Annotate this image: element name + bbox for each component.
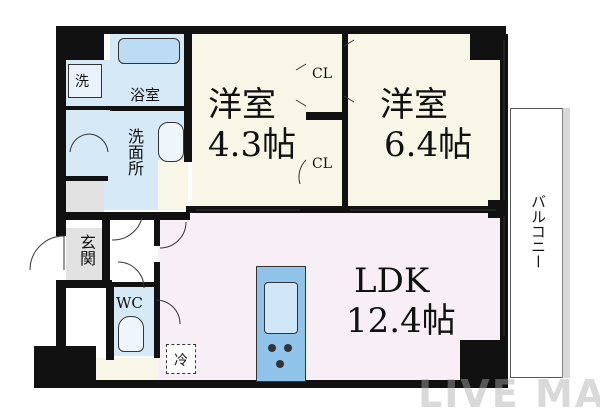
wall-left (56, 26, 66, 236)
wall-ldk-left (154, 212, 160, 246)
balcony-label: バルコニー (529, 194, 547, 269)
bathtub-icon (118, 38, 180, 64)
closet-lower (306, 120, 346, 208)
wall-wc-top (106, 282, 160, 287)
wall-wash-bottom (64, 212, 190, 220)
balcony (510, 108, 570, 378)
ldk-size: 12.4帖 (346, 301, 456, 341)
wash-basin-icon (158, 122, 184, 162)
toilet-icon (118, 316, 144, 352)
kitchen-sink-icon (264, 282, 298, 334)
western-room-b-name: 洋室 (380, 85, 448, 125)
fridge-icon (166, 344, 196, 374)
column-bottom-left (34, 346, 96, 388)
wall-wc-right (154, 262, 160, 358)
wall-bottom (34, 380, 508, 388)
toilet-label: WC (116, 294, 143, 312)
wall-storage-bottom (64, 176, 108, 181)
wall-entrance-bottom (64, 280, 112, 288)
western-room-b-size: 6.4帖 (384, 125, 473, 165)
wall-laundry-bottom (64, 106, 112, 110)
closet-upper-label: CL (312, 66, 333, 82)
ldk-room (158, 213, 504, 385)
laundry-label: 洗 (75, 74, 89, 90)
wall-entrance-right (102, 220, 110, 284)
balcony-rail (562, 108, 570, 378)
wall-room-a-left (184, 34, 192, 162)
western-room-a-name: 洋室 (208, 85, 276, 125)
wall-left-lower (56, 280, 66, 350)
western-room-b (344, 33, 504, 209)
storage-a (66, 180, 104, 218)
column-top-right (470, 26, 506, 60)
washroom-label: 洗面所 (125, 128, 144, 176)
column-bottom-right (460, 340, 508, 388)
shoe-storage (158, 160, 188, 210)
western-room-a-size: 4.3帖 (208, 125, 297, 165)
bath-label: 浴室 (130, 86, 161, 104)
wall-top (56, 26, 506, 34)
hall-lower (96, 358, 158, 382)
ldk-name: LDK (354, 261, 430, 301)
wall-closet-right (342, 34, 348, 210)
column-top-left (56, 26, 104, 60)
stove-icon (266, 342, 296, 372)
western-room-a (192, 33, 306, 209)
fridge-label: 冷 (174, 353, 188, 369)
entrance-floor (66, 228, 102, 280)
wall-closet-mid (306, 112, 346, 120)
wall-wc-left (106, 284, 114, 360)
entrance-label: 玄関 (77, 234, 96, 266)
closet-lower-label: CL (312, 156, 333, 172)
washing-machine-icon (68, 64, 102, 98)
closet-upper (306, 33, 346, 113)
wall-bath-bottom (110, 106, 188, 111)
column-mid-right (488, 200, 508, 218)
watermark: LIVE MA (418, 372, 600, 416)
